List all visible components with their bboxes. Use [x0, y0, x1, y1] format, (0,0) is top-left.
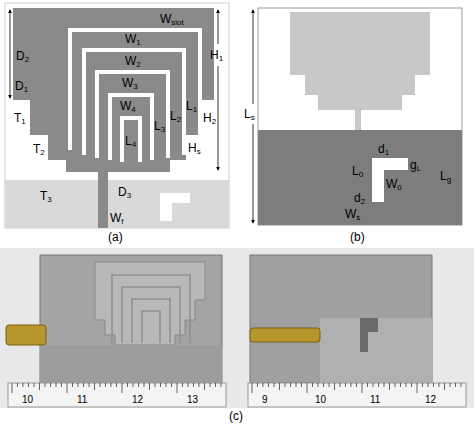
sma-connector [6, 325, 46, 345]
u-slots [70, 30, 200, 162]
ground-photo [40, 345, 222, 383]
dimension-label: T2 [33, 143, 45, 156]
dimension-label: D2 [16, 50, 29, 63]
dimension-label: H1 [210, 49, 223, 62]
l-slot [372, 158, 408, 202]
dimension-label: T1 [14, 112, 26, 125]
patch-photo [95, 262, 205, 345]
ruler-number: 11 [77, 393, 87, 406]
dimension-label: Lg [440, 170, 451, 183]
ruler-ticks [12, 383, 461, 393]
photo-ground [0, 248, 474, 408]
dimension-label: D1 [15, 80, 28, 93]
panel-label: (c) [229, 410, 243, 423]
dimension-label: D3 [118, 186, 131, 199]
dimension-label: Ws [345, 208, 360, 221]
feed-shadow [355, 110, 361, 130]
ground-plane-shadow [5, 180, 229, 228]
panel-label: (b) [350, 231, 365, 244]
dimension-label: W4 [120, 100, 136, 113]
panel-label: (a) [108, 231, 123, 244]
substrate-back [258, 8, 462, 225]
dimension-lines [10, 10, 218, 170]
ruler-number: 9 [262, 393, 268, 406]
dimension-label: H2 [203, 112, 216, 125]
dimension-label: Wslot [160, 13, 184, 26]
ground-slot [160, 193, 190, 221]
dimension-label: T3 [40, 190, 52, 203]
dimension-label: Ls [244, 108, 255, 121]
patch-shadow [290, 12, 430, 110]
feed-line [98, 172, 108, 228]
dimension-label: d2 [354, 192, 365, 205]
ruler [8, 383, 226, 407]
ruler-number: 12 [132, 393, 143, 406]
dimension-label: Hs [188, 142, 201, 155]
ground-plane [258, 130, 462, 225]
dimension-label: W0 [386, 178, 402, 191]
ruler-number: 10 [22, 393, 33, 406]
dimension-label: W3 [122, 77, 138, 90]
board-back [250, 255, 432, 383]
dimension-label: d1 [378, 143, 389, 156]
ruler-number: 12 [425, 393, 436, 406]
board-front [40, 255, 222, 383]
dimension-label: W2 [125, 55, 141, 68]
slot-photo [112, 275, 190, 343]
sma-connector-back [250, 328, 320, 342]
ground-back-photo [320, 318, 432, 383]
ruler-number: 10 [315, 393, 326, 406]
dimension-label: L0 [352, 165, 363, 178]
dimension-label: L4 [125, 135, 136, 148]
dimension-label: L1 [186, 100, 197, 113]
ruler-number: 11 [370, 393, 380, 406]
radiating-patch [13, 8, 214, 172]
dimension-label: gL [410, 159, 421, 172]
ruler-number: 13 [187, 393, 198, 406]
dimension-label: L2 [170, 110, 181, 123]
dimension-label: L3 [154, 120, 165, 133]
dimension-label: W1 [125, 33, 141, 46]
l-slot-photo [360, 318, 378, 352]
ruler [248, 383, 466, 407]
substrate [5, 3, 229, 228]
dimension-label: Wf [110, 212, 124, 225]
